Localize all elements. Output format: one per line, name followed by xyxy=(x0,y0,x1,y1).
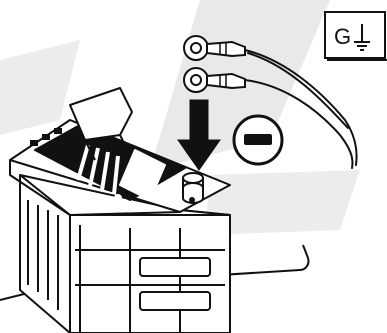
minus-icon xyxy=(244,134,272,145)
ground-reference-box: G xyxy=(325,12,387,60)
minus-badge xyxy=(234,116,282,164)
ground-letter: G xyxy=(334,24,351,49)
